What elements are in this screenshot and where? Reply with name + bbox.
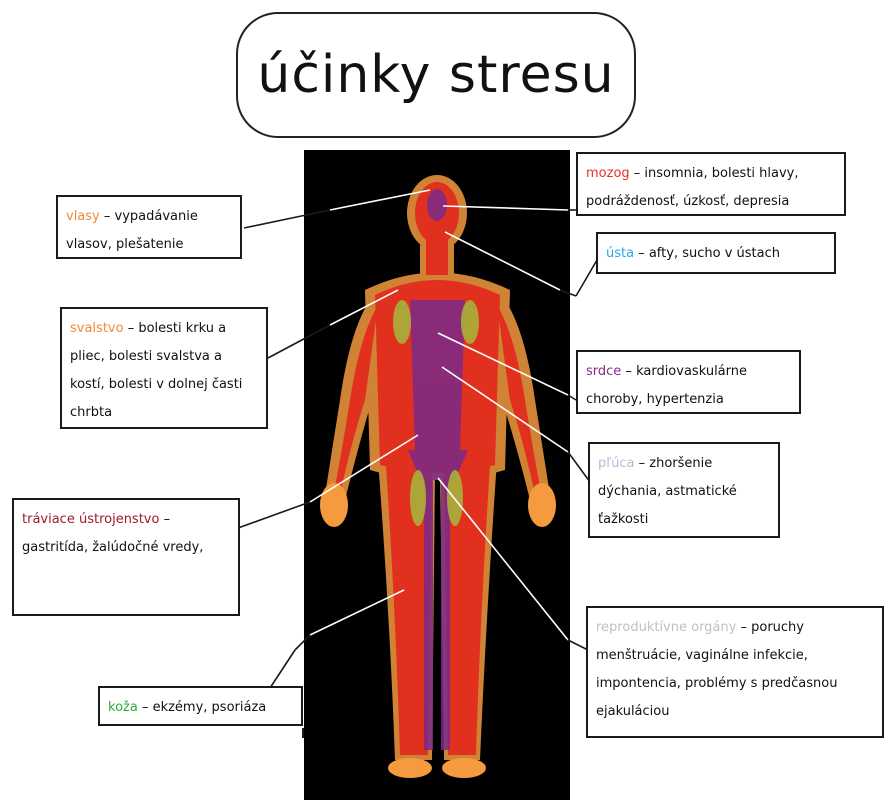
label-traviace: tráviace ústrojenstvo – gastritída, žalú… — [12, 498, 240, 616]
label-sep: – — [634, 456, 649, 471]
label-key: koža — [108, 700, 138, 715]
label-key: vlasy — [66, 209, 100, 224]
label-sep: – — [138, 700, 153, 715]
label-key: tráviace ústrojenstvo — [22, 512, 159, 527]
label-sep: – — [634, 246, 649, 261]
label-mozog: mozog – insomnia, bolesti hlavy, podrážd… — [576, 152, 846, 216]
label-sep: – — [736, 620, 751, 635]
label-sep: – — [159, 512, 170, 527]
label-key: reproduktívne orgány — [596, 620, 736, 635]
label-desc: afty, sucho v ústach — [649, 246, 780, 261]
label-koza: koža – ekzémy, psoriáza — [98, 686, 303, 726]
label-vlasy: vlasy – vypadávanie vlasov, plešatenie — [56, 195, 242, 259]
label-svalstvo: svalstvo – bolesti krku a pliec, bolesti… — [60, 307, 268, 429]
label-key: mozog — [586, 166, 630, 181]
label-sep: – — [630, 166, 645, 181]
label-key: ústa — [606, 246, 634, 261]
label-sep: – — [100, 209, 115, 224]
label-desc: gastritída, žalúdočné vredy, — [22, 540, 203, 555]
label-sep: – — [124, 321, 139, 336]
label-usta: ústa – afty, sucho v ústach — [596, 232, 836, 274]
label-srdce: srdce – kardiovaskulárne choroby, hypert… — [576, 350, 801, 414]
label-reprod: reproduktívne orgány – poruchy menštruác… — [586, 606, 884, 738]
label-key: pľúca — [598, 456, 634, 471]
label-desc: ekzémy, psoriáza — [153, 700, 267, 715]
label-key: svalstvo — [70, 321, 124, 336]
label-sep: – — [621, 364, 636, 379]
label-key: srdce — [586, 364, 621, 379]
human-body-figure — [320, 175, 556, 778]
label-pluca: pľúca – zhoršenie dýchania, astmatické ť… — [588, 442, 780, 538]
